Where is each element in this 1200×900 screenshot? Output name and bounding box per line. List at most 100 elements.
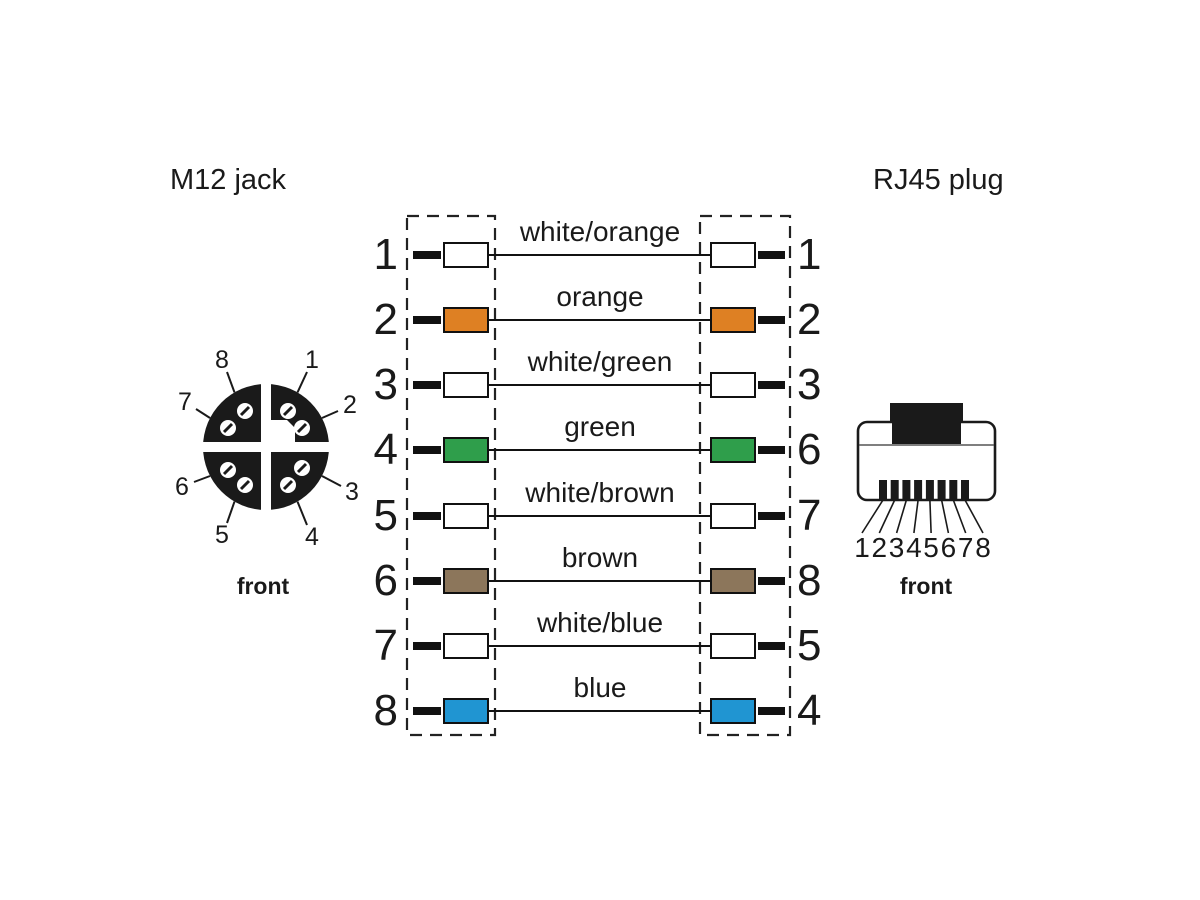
rj45-pin-number: 8 xyxy=(797,556,822,605)
wire-stub xyxy=(413,446,441,454)
m12-pin-contact xyxy=(280,477,296,493)
rj45-front-label: front xyxy=(899,573,953,599)
m12-pin-contact xyxy=(237,477,253,493)
rj45-pin-number: 3 xyxy=(797,360,822,409)
wire-row: 1 white/orange 1 xyxy=(0,216,1200,287)
cable-boundary-right xyxy=(698,214,792,737)
wire-color-label: orange xyxy=(556,281,644,312)
wire-color-label: white/brown xyxy=(525,477,675,508)
m12-pin-number-3: 3 xyxy=(345,478,359,506)
m12-pin-number-4: 4 xyxy=(305,523,319,551)
wire-end-left xyxy=(443,503,489,529)
wire-line xyxy=(489,254,710,257)
m12-pin-contact xyxy=(280,403,296,419)
wire-end-left xyxy=(443,372,489,398)
rj45-pin-number: 2 xyxy=(797,295,822,344)
rj45-pin-number-7: 7 xyxy=(958,532,974,563)
wire-color-label: brown xyxy=(561,542,639,573)
wire-row: 4 green 6 xyxy=(0,411,1200,482)
rj45-pin-number: 1 xyxy=(797,230,822,279)
wire-color-label: white/orange xyxy=(519,216,681,247)
wire-stub xyxy=(758,446,785,454)
wire-end-left xyxy=(443,437,489,463)
wire-end-right xyxy=(710,372,756,398)
wire-end-right xyxy=(710,307,756,333)
wire-end-right xyxy=(710,698,756,724)
m12-pin-number: 6 xyxy=(373,556,398,605)
rj45-pin-number: 4 xyxy=(797,686,822,735)
m12-pin-numbers: 1 2 3 4 5 6 7 8 xyxy=(175,346,359,551)
m12-pin-number-8: 8 xyxy=(215,346,229,374)
wire-line xyxy=(489,710,710,713)
wire-row: 3 white/green 3 xyxy=(0,346,1200,417)
rj45-pin-number: 7 xyxy=(797,491,822,540)
wire-stub xyxy=(413,316,441,324)
wire-color-label: white/green xyxy=(527,346,673,377)
wire-end-left xyxy=(443,568,489,594)
m12-pin-number-2: 2 xyxy=(343,391,357,419)
rj45-pin-number-6: 6 xyxy=(941,532,957,563)
rj45-pin-number-8: 8 xyxy=(975,532,991,563)
wire-end-left xyxy=(443,698,489,724)
rj45-pin-number: 6 xyxy=(797,425,822,474)
rj45-latch-fill xyxy=(892,405,961,444)
rj45-title: RJ45 plug xyxy=(873,164,1004,196)
m12-pin-number: 4 xyxy=(373,425,398,474)
rj45-pin-number-5: 5 xyxy=(923,532,939,563)
rj45-connector-icon: 1 2 3 4 5 6 7 8 xyxy=(854,403,997,563)
wire-end-right xyxy=(710,568,756,594)
wire-row: 7 white/blue 5 xyxy=(0,607,1200,678)
wire-row: 8 blue 4 xyxy=(0,672,1200,743)
wire-stub xyxy=(413,381,441,389)
m12-title: M12 jack xyxy=(170,164,287,196)
wire-stub xyxy=(758,381,785,389)
m12-pin-contact xyxy=(294,420,310,436)
wire-stub xyxy=(758,316,785,324)
m12-pin-number-5: 5 xyxy=(215,521,229,549)
rj45-pin-number-4: 4 xyxy=(906,532,922,563)
wire-line xyxy=(489,319,710,322)
m12-keying-cross xyxy=(199,380,333,514)
wire-stub xyxy=(758,251,785,259)
wire-stub xyxy=(413,642,441,650)
rj45-leader-lines xyxy=(861,499,984,534)
m12-pin-number: 2 xyxy=(373,295,398,344)
wire-end-left xyxy=(443,242,489,268)
wire-row: 2 orange 2 xyxy=(0,281,1200,352)
wire-end-left xyxy=(443,633,489,659)
wire-end-left xyxy=(443,307,489,333)
wire-end-right xyxy=(710,242,756,268)
m12-pin-number: 1 xyxy=(373,230,398,279)
wire-row: 6 brown 8 xyxy=(0,542,1200,613)
wire-line xyxy=(489,645,710,648)
rj45-pin-number-3: 3 xyxy=(889,532,905,563)
wire-end-right xyxy=(710,503,756,529)
m12-pin-number: 5 xyxy=(373,491,398,540)
m12-pin-number-6: 6 xyxy=(175,473,189,501)
wire-color-label: white/blue xyxy=(536,607,664,638)
wire-color-label: green xyxy=(564,411,636,442)
m12-pin-number: 3 xyxy=(373,360,398,409)
rj45-pin-numbers: 1 2 3 4 5 6 7 8 xyxy=(854,532,991,563)
wire-stub xyxy=(413,577,441,585)
m12-pin-number-1: 1 xyxy=(305,346,319,374)
m12-pin-contact xyxy=(294,460,310,476)
wire-stub xyxy=(413,512,441,520)
wire-end-right xyxy=(710,633,756,659)
wire-row: 5 white/brown 7 xyxy=(0,477,1200,548)
wire-end-right xyxy=(710,437,756,463)
wire-line xyxy=(489,515,710,518)
rj45-pin-number: 5 xyxy=(797,621,822,670)
m12-leader-lines xyxy=(193,371,342,526)
m12-connector-icon: 1 2 3 4 5 6 7 8 xyxy=(175,346,359,551)
m12-front-label: front xyxy=(236,573,290,599)
wire-color-label: blue xyxy=(573,672,627,703)
rj45-pin-number-1: 1 xyxy=(854,532,870,563)
wire-stub xyxy=(758,707,785,715)
m12-pin-contact xyxy=(220,462,236,478)
m12-pin-number-7: 7 xyxy=(178,388,192,416)
m12-pin-number: 8 xyxy=(373,686,398,735)
wire-stub xyxy=(413,251,441,259)
